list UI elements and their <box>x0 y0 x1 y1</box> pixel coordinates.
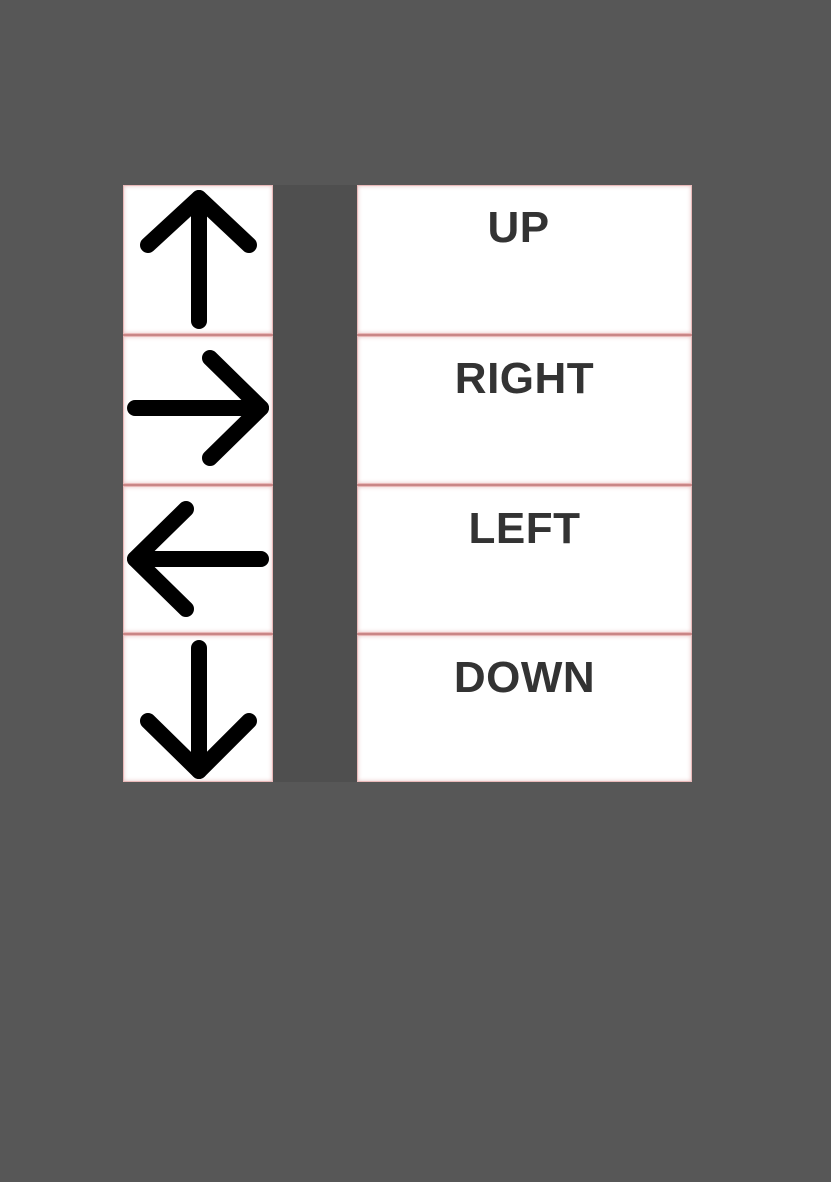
arrow-left-icon <box>127 500 269 617</box>
label-right: RIGHT <box>454 354 595 404</box>
arrow-up-icon <box>140 190 257 329</box>
arrow-right-icon <box>127 350 269 467</box>
arrow-down-icon <box>140 639 257 779</box>
column-gap <box>273 185 357 782</box>
arrow-cell-down <box>123 632 273 782</box>
label-up: UP <box>487 203 550 252</box>
arrow-column <box>123 185 273 782</box>
arrow-cell-up <box>123 185 273 335</box>
label-cell-left: LEFT <box>357 483 692 633</box>
label-cell-up: UP <box>357 185 692 335</box>
label-left: LEFT <box>468 503 581 553</box>
arrow-cell-left <box>123 483 273 633</box>
arrow-cell-right <box>123 334 273 484</box>
label-cell-down: DOWN <box>357 632 692 782</box>
label-column: UP RIGHT LEFT DOWN <box>357 185 692 782</box>
label-cell-right: RIGHT <box>357 334 692 484</box>
label-down: DOWN <box>453 652 596 702</box>
